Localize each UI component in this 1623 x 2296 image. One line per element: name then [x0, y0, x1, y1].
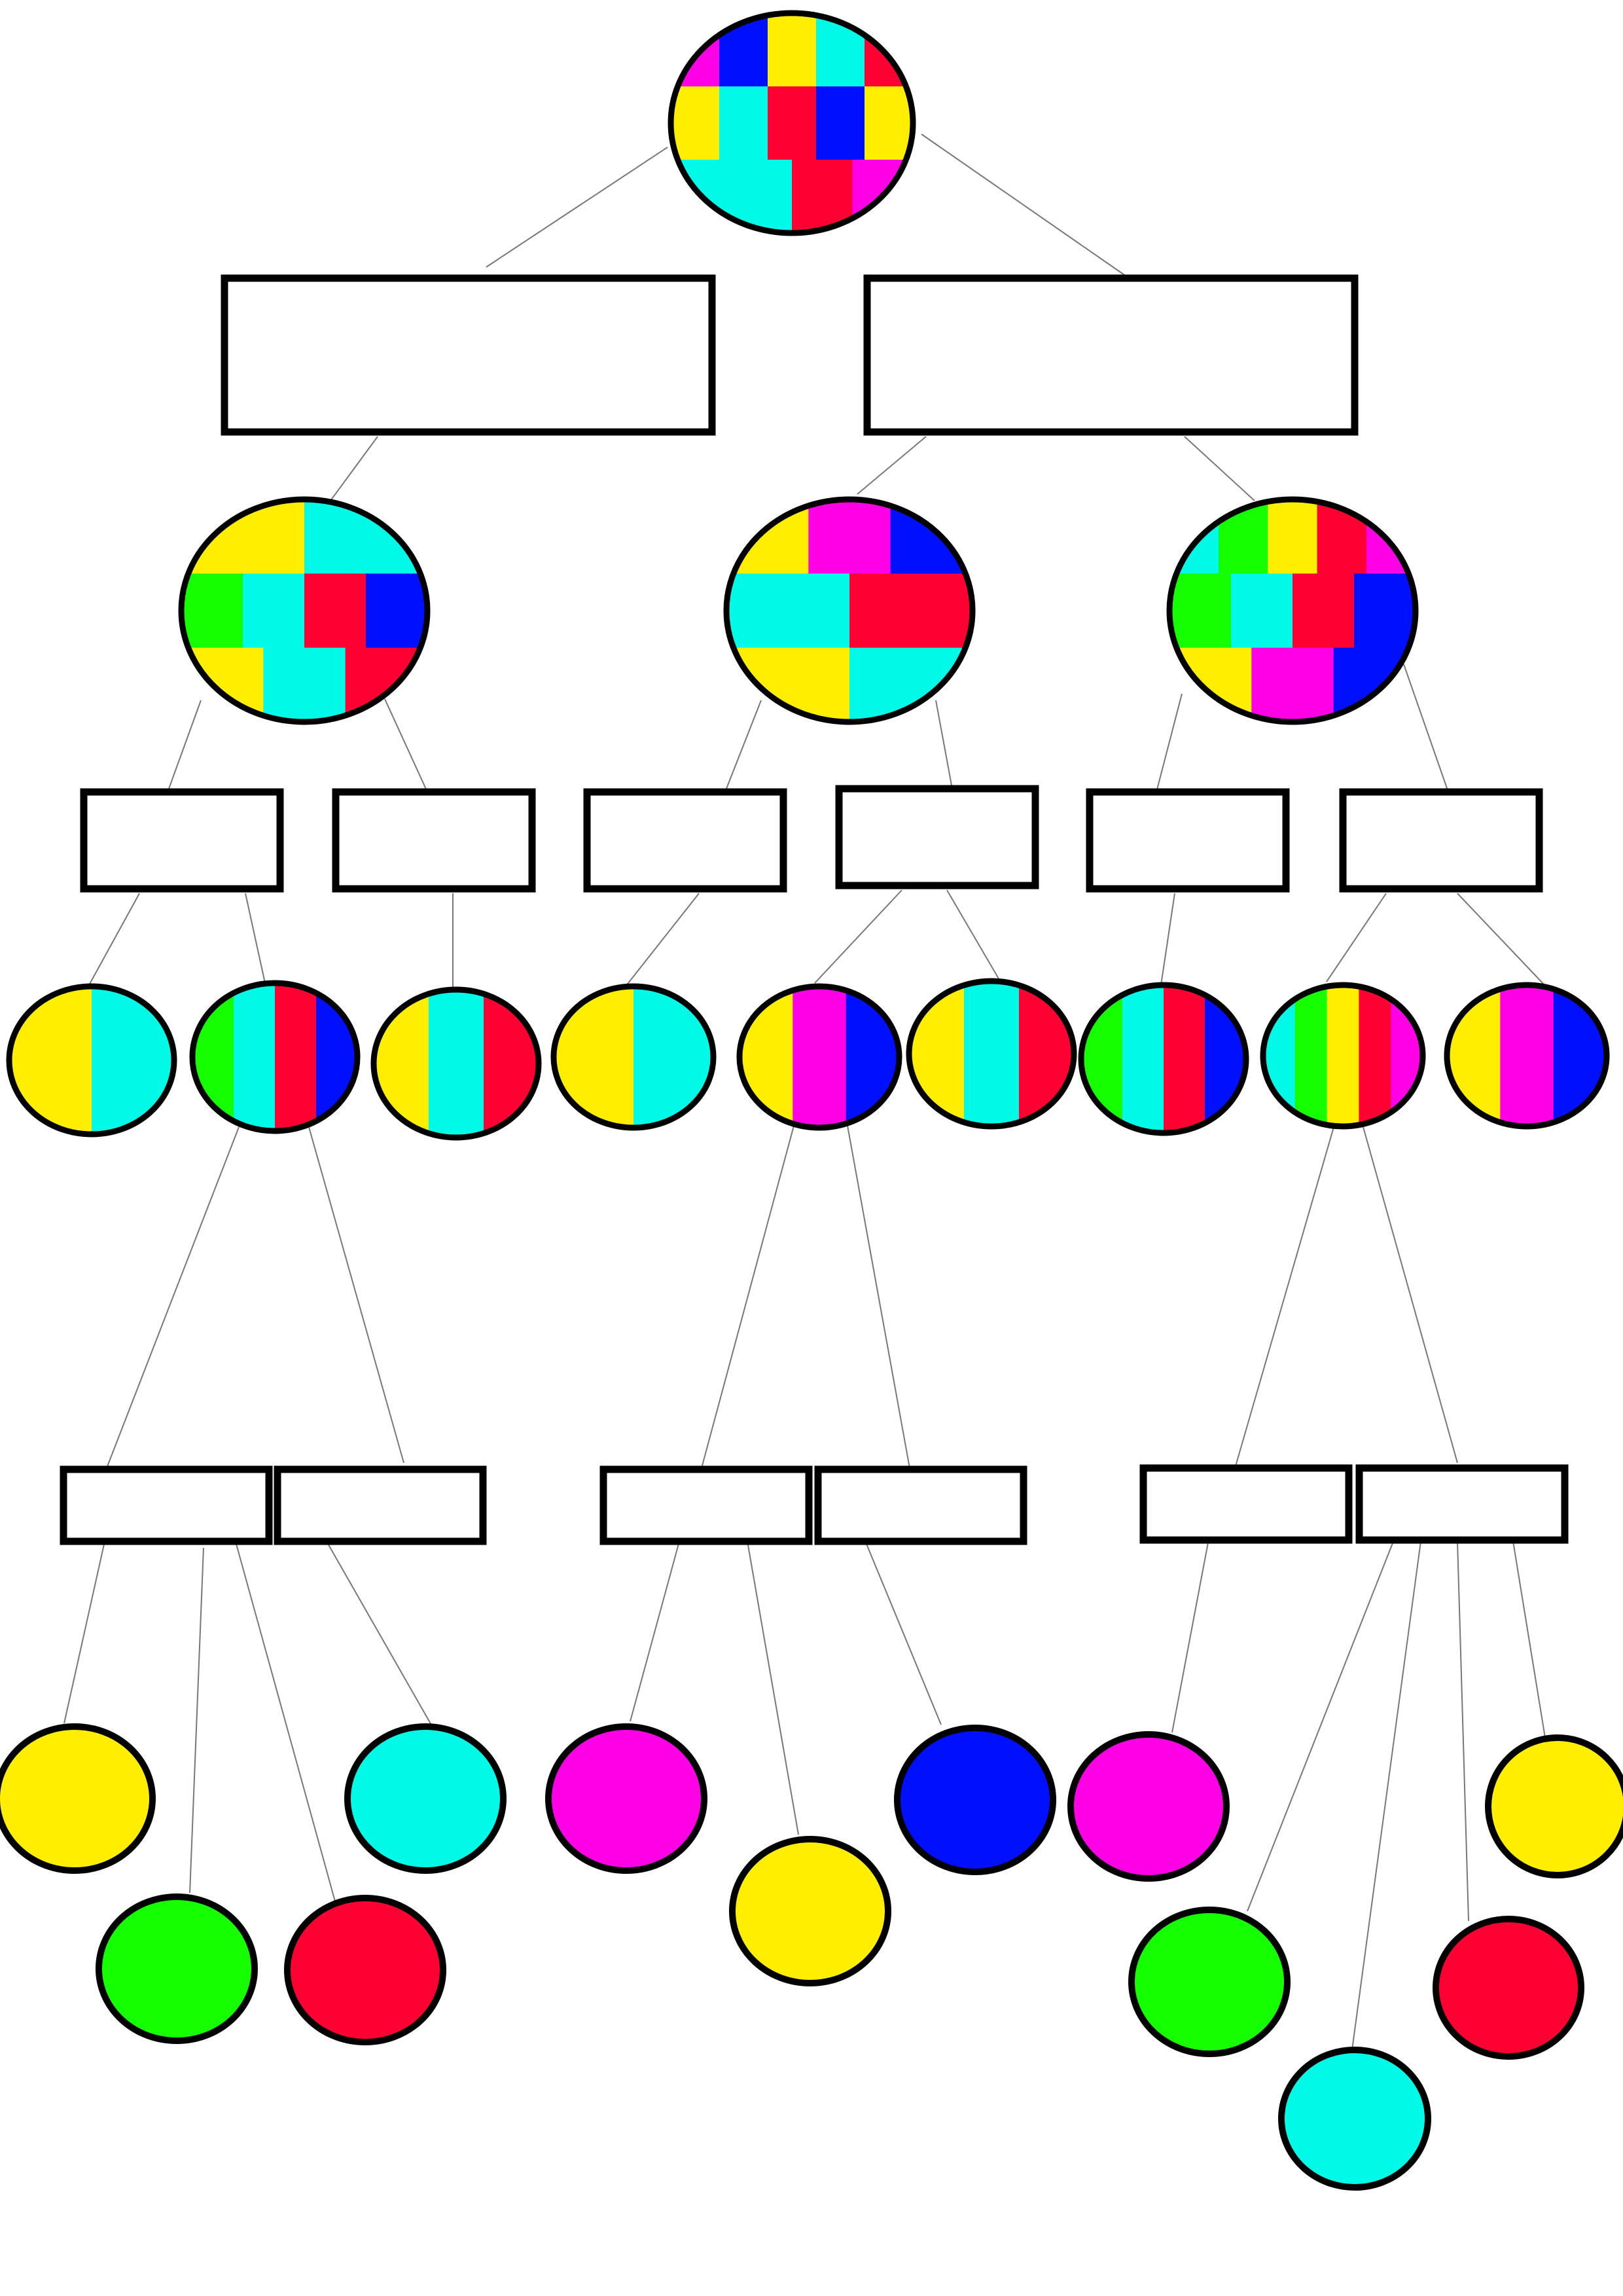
leaf-magenta-node — [545, 1723, 707, 1874]
tree-edge — [921, 134, 1125, 276]
tree-edge — [747, 1541, 799, 1835]
level3-box — [583, 788, 787, 893]
level3-box — [332, 788, 536, 893]
tree-edge — [232, 1532, 336, 1902]
level3-box — [1339, 788, 1543, 893]
level1-box — [863, 274, 1359, 436]
level3-box — [80, 788, 284, 893]
tree-edge — [106, 1126, 240, 1469]
level2-mixed-node — [1166, 496, 1419, 725]
leaf-blue-node — [894, 1725, 1056, 1875]
leaf-magenta-node — [1067, 1731, 1230, 1882]
tree-edge — [1512, 1541, 1546, 1738]
level3-box — [835, 785, 1039, 889]
level4-striped-node — [736, 983, 902, 1131]
level4-striped-node — [1260, 982, 1426, 1130]
leaf-cyan-node — [344, 1723, 507, 1874]
leaf-red-node — [284, 1895, 446, 2045]
tree-edge — [857, 436, 927, 495]
tree-edge — [935, 700, 953, 789]
tree-edge — [1403, 664, 1449, 793]
tree-edge — [630, 1541, 680, 1722]
leaf-green-node — [1128, 1907, 1291, 2057]
tree-edge — [88, 893, 140, 987]
leaf-red-node — [1433, 1916, 1584, 2060]
level4-striped-node — [189, 980, 361, 1134]
level4-striped-node — [1444, 982, 1610, 1130]
tree-edge — [858, 1524, 942, 1725]
root-mixed-node — [668, 10, 916, 236]
leaf-cyan-node — [1278, 2047, 1431, 2191]
leaf-green-node — [96, 1893, 258, 2044]
leaf-yellow-node — [729, 1836, 891, 1986]
tree-edge — [724, 700, 762, 793]
tree-edge — [1184, 436, 1255, 501]
level4-striped-node — [1078, 982, 1249, 1136]
tree-edge — [625, 893, 700, 987]
level5-box — [814, 1465, 1027, 1545]
tree-edge — [384, 698, 428, 793]
tree-edge — [1171, 1532, 1211, 1733]
level4-striped-node — [550, 983, 717, 1131]
level5-box — [599, 1465, 813, 1545]
tree-edge — [1247, 1531, 1398, 1912]
tree-edge — [326, 1541, 433, 1727]
tree-edge — [63, 1541, 105, 1724]
tree-edge — [946, 889, 1000, 980]
level4-striped-node — [370, 986, 542, 1141]
tree-edge — [1156, 693, 1183, 793]
level2-mixed-node — [723, 496, 976, 725]
leaf-yellow-node — [0, 1723, 156, 1874]
tree-edge — [1235, 1126, 1334, 1467]
tree-nodes — [0, 10, 1623, 2191]
level2-mixed-node — [178, 496, 431, 725]
tree-edge — [814, 889, 902, 984]
tree-edge — [1326, 893, 1387, 982]
tree-edge — [1160, 893, 1175, 986]
level5-box — [274, 1465, 487, 1545]
leaf-yellow-node — [1485, 1734, 1623, 1878]
tree-edge — [701, 1125, 794, 1469]
tree-edge — [308, 1126, 404, 1463]
tree-edge — [1351, 1541, 1421, 2051]
level5-box — [1355, 1464, 1569, 1544]
level1-box — [221, 274, 716, 436]
tree-edge — [189, 1547, 204, 1893]
level5-box — [60, 1465, 273, 1545]
tree-edges — [63, 134, 1546, 2051]
tree-edge — [330, 436, 378, 501]
tree-edge — [1363, 1126, 1458, 1463]
level3-box — [1086, 788, 1290, 893]
tree-edge — [1457, 1541, 1469, 1922]
level4-striped-node — [6, 983, 177, 1138]
tree-edge — [486, 147, 668, 268]
tree-edge — [245, 893, 266, 984]
tree-edge — [847, 1125, 910, 1469]
level5-box — [1139, 1464, 1353, 1544]
tree-edge — [1457, 893, 1545, 986]
tree-edge — [168, 700, 202, 789]
level4-striped-node — [906, 978, 1077, 1130]
